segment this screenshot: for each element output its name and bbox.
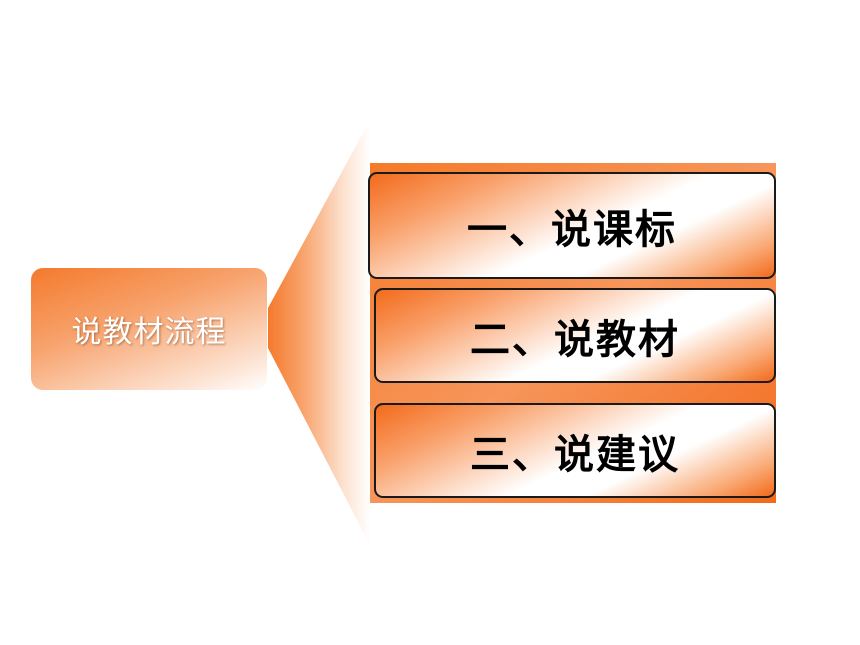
item-box-3: 三、说建议 (374, 403, 776, 498)
arrow-shape (268, 120, 370, 545)
item-label-3: 三、说建议 (470, 431, 680, 478)
item-box-1: 一、说课标 (368, 172, 776, 279)
source-label: 说教材流程 (71, 315, 227, 350)
item-label-1: 一、说课标 (467, 206, 677, 253)
source-box: 说教材流程 (31, 268, 267, 390)
item-label-2: 二、说教材 (470, 316, 680, 363)
item-box-2: 二、说教材 (374, 288, 776, 383)
